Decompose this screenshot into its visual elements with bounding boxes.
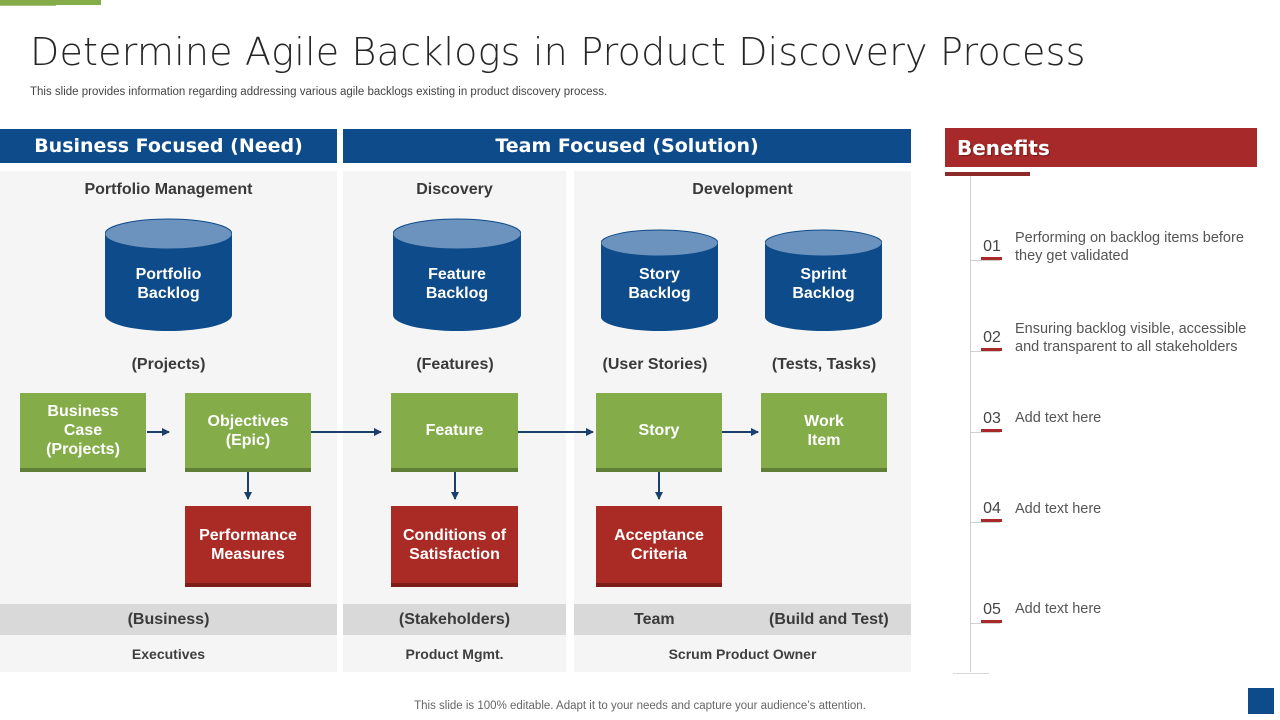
slide-title: Determine Agile Backlogs in Product Disc… [30,30,1086,74]
benefit-text: Add text here [1015,410,1102,426]
benefit-number-underline [981,620,1002,623]
conditions-of-satisfaction-box: Conditions of Satisfaction [391,506,518,587]
database-icon [105,218,232,331]
benefits-underline [945,172,1030,176]
footer-stakeholders: (Stakeholders) [343,604,566,635]
benefits-heading: Benefits [945,128,1257,167]
database-icon [393,218,521,331]
benefit-number: 05 [983,601,1001,618]
cylinder-label: Sprint Backlog [792,266,855,302]
benefit-number-underline [981,519,1002,522]
scope-label-features: (Features) [416,356,494,373]
work-item-box: Work Item [761,393,887,472]
scope-label-tests-tasks: (Tests, Tasks) [771,356,877,373]
timeline-tick [970,623,1000,624]
timeline-tick [970,522,1000,523]
timeline-tick [970,432,1000,433]
benefit-text: Add text here [1015,501,1102,517]
cylinder-label: Feature Backlog [425,266,489,302]
scope-label-user-stories: (User Stories) [602,356,708,373]
story-box: Story [596,393,722,472]
benefit-number: 03 [983,410,1001,427]
sprint-backlog-cylinder: Sprint Backlog [765,229,882,331]
footer-build-test-label: (Build and Test) [769,610,889,628]
footer-product-mgmt: Product Mgmt. [343,635,566,672]
editable-note: This slide is 100% editable. Adapt it to… [414,700,866,712]
benefits-timeline [970,176,971,672]
benefit-text: Ensuring backlog visible, accessible and… [1015,321,1247,355]
benefit-number-underline [981,429,1002,432]
team-focused-band: Team Focused (Solution) [343,129,911,163]
benefit-number: 02 [983,329,1001,346]
database-icon [601,229,718,331]
benefit-number-underline [981,348,1002,351]
feature-box: Feature [391,393,518,472]
benefit-text: Add text here [1015,601,1102,617]
footer-scrum-owner: Scrum Product Owner [574,635,911,672]
business-case-box: Business Case (Projects) [20,393,146,472]
benefits-timeline-foot [953,673,989,674]
slide-subtitle: This slide provides information regardin… [30,86,608,98]
flow-arrows [147,428,759,500]
objectives-epic-box: Objectives (Epic) [185,393,311,472]
top-accent-line [0,5,56,6]
footer-team: Team (Build and Test) [574,604,911,635]
story-backlog-cylinder: Story Backlog [601,229,718,331]
benefit-number: 01 [983,238,1001,255]
acceptance-criteria-box: Acceptance Criteria [596,506,722,587]
feature-backlog-cylinder: Feature Backlog [393,218,521,331]
timeline-tick [970,351,1000,352]
footer-business: (Business) [0,604,337,635]
footer-executives: Executives [0,635,337,672]
database-icon [765,229,882,331]
benefit-text: Performing on backlog items before they … [1015,230,1244,264]
portfolio-backlog-cylinder: Portfolio Backlog [105,218,232,331]
performance-measures-box: Performance Measures [185,506,311,587]
benefit-number-underline [981,257,1002,260]
benefit-number: 04 [983,500,1001,517]
timeline-tick [970,260,1000,261]
footer-team-label: Team [634,610,675,628]
scope-label-projects: (Projects) [131,356,206,373]
corner-square-decoration [1248,688,1274,714]
column-heading-portfolio: Portfolio Management [84,181,253,198]
column-heading-development: Development [692,181,793,198]
column-heading-discovery: Discovery [416,181,493,198]
cylinder-label: Portfolio Backlog [135,266,202,302]
cylinder-label: Story Backlog [628,266,691,302]
business-focused-band: Business Focused (Need) [0,129,337,163]
top-accent-bar [0,0,101,5]
